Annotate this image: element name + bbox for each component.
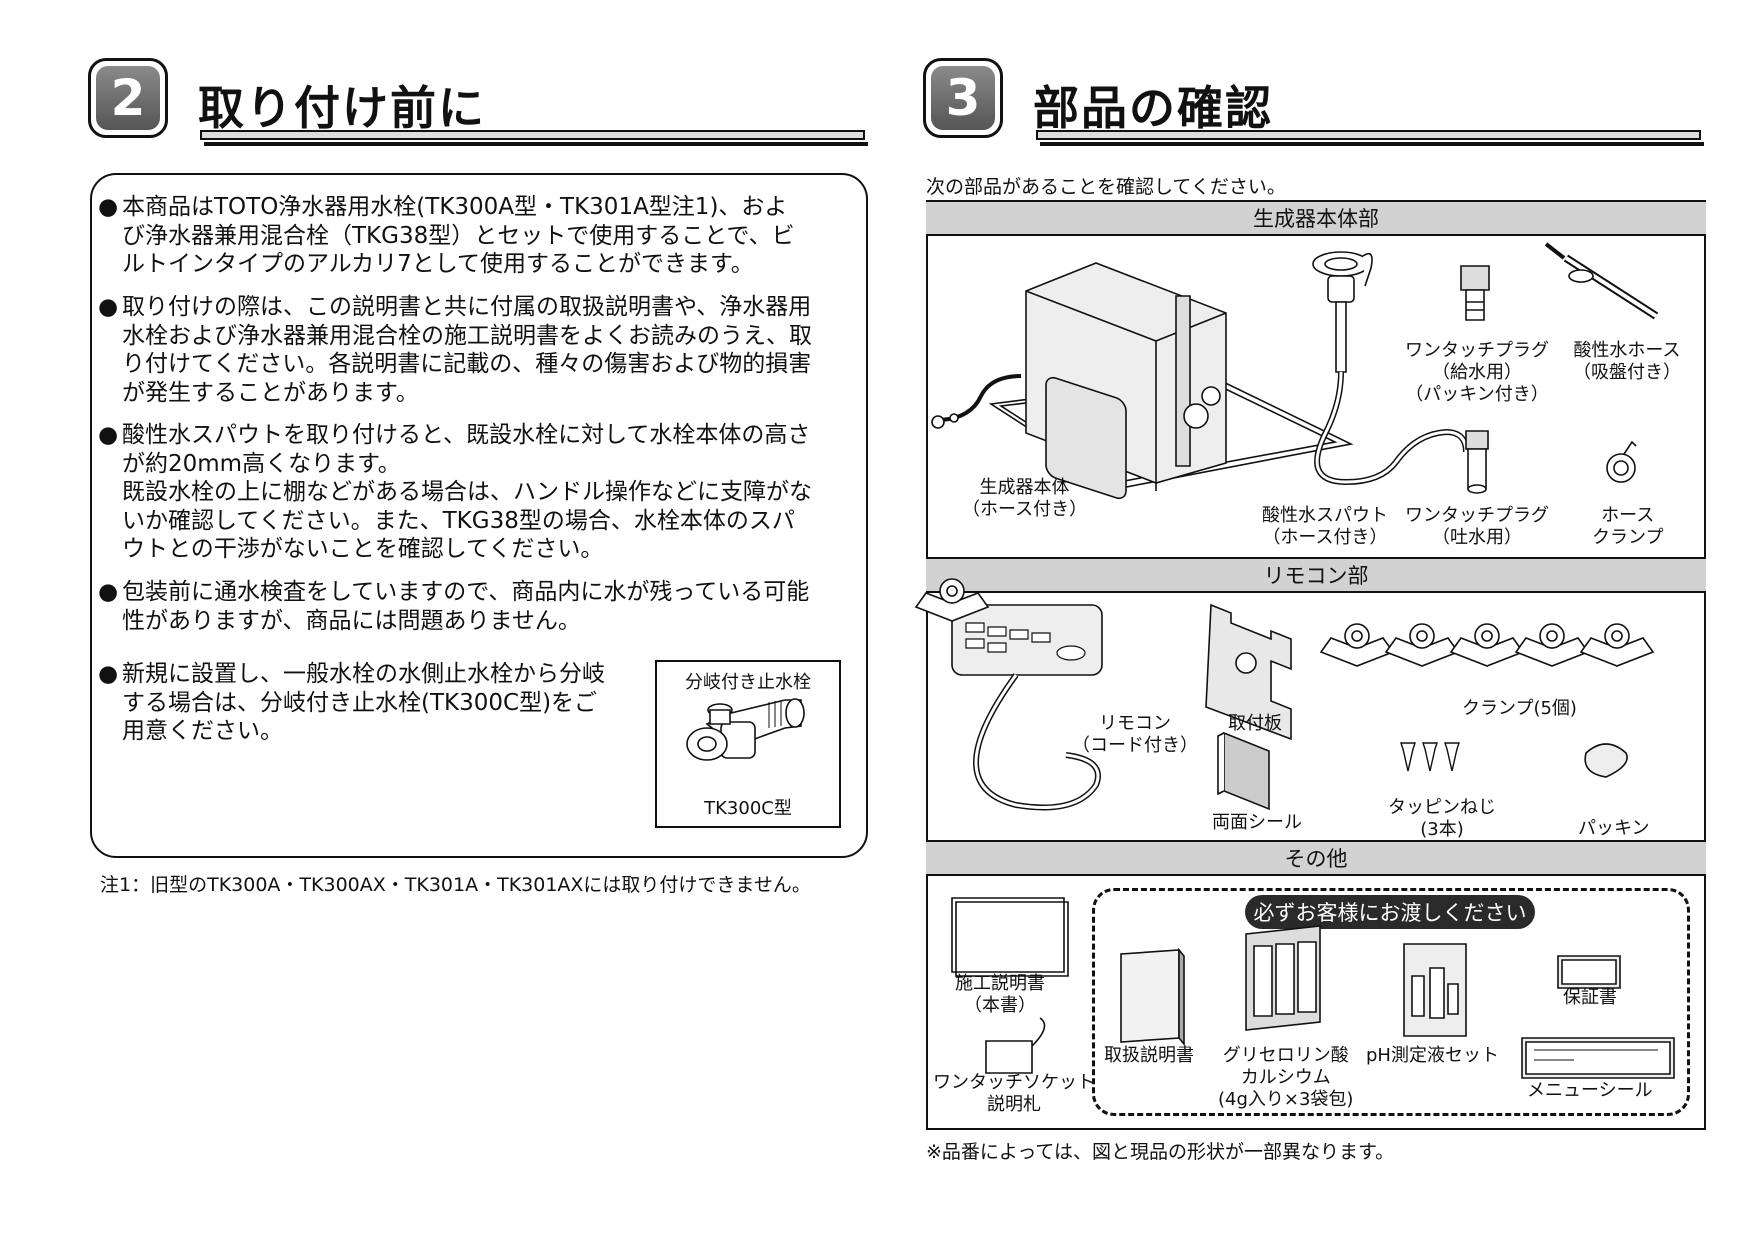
remote-parts-illustrations bbox=[926, 593, 1654, 843]
bullet-line: ウトとの干渉がないことを確認してください。 bbox=[122, 536, 604, 562]
part-label: 生成器本体（ホース付き） bbox=[962, 477, 1088, 520]
bullet-mark: ● bbox=[98, 294, 119, 320]
bullet-line: び浄水器兼用混合栓（TKG38型）とセットで使用することで、ビ bbox=[122, 222, 795, 249]
bullet-mark: ● bbox=[98, 422, 119, 448]
other-parts-illustrations bbox=[926, 876, 1706, 1136]
generator-parts-illustrations bbox=[926, 236, 1706, 556]
section-number-badge: 3 bbox=[923, 58, 1003, 138]
precautions-box bbox=[90, 173, 868, 858]
section-title-underline bbox=[1036, 130, 1701, 140]
bullet-mark: ● bbox=[98, 579, 119, 605]
part-label: クランプ(5個) bbox=[1462, 698, 1577, 719]
footnote-1: 注1：旧型のTK300A・TK300AX・TK301A・TK301AXには取り付… bbox=[100, 874, 811, 896]
bullet-line: 新規に設置し、一般水栓の水側止水栓から分岐 bbox=[122, 661, 605, 687]
bullet-line: 取り付けの際は、この説明書と共に付属の取扱説明書や、浄水器用 bbox=[122, 294, 812, 320]
inset-title: 分岐付き止水栓 bbox=[685, 672, 811, 693]
bullet-line: 既設水栓の上に棚などがある場合は、ハンドル操作などに支障がな bbox=[122, 479, 812, 505]
section-number-badge: 2 bbox=[88, 58, 168, 138]
section-title: 部品の確認 bbox=[1033, 81, 1273, 135]
part-label: タッピンねじ(3本) bbox=[1388, 797, 1496, 840]
intro-text: 次の部品があることを確認してください。 bbox=[926, 176, 1286, 198]
inset-model: TK300C型 bbox=[704, 798, 792, 819]
bullet-line: 本商品はTOTO浄水器用水栓(TK300A型・TK301A型注1)、およ bbox=[122, 194, 788, 220]
bullet-item: ● 取り付けの際は、この説明書と共に付属の取扱説明書や、浄水器用 水栓および浄水… bbox=[98, 293, 858, 407]
bullet-line: いか確認してください。また、TKG38型の場合、水栓本体のスパ bbox=[122, 507, 795, 534]
part-label: 取扱説明書 bbox=[1104, 1045, 1194, 1066]
bullet-line: が発生することがあります。 bbox=[122, 379, 419, 406]
handover-badge: 必ずお客様にお渡しください bbox=[1245, 895, 1535, 929]
part-label: メニューシール bbox=[1527, 1080, 1653, 1101]
bullet-line: り付けてください。各説明書に記載の、種々の傷害および物的損害 bbox=[122, 351, 812, 377]
band-generator: 生成器本体部 bbox=[926, 200, 1706, 236]
part-label: 施工説明書（本書） bbox=[955, 973, 1045, 1016]
shape-footnote: ※品番によっては、図と現品の形状が一部異なります。 bbox=[926, 1141, 1395, 1163]
section-title-shadow bbox=[1040, 142, 1704, 146]
bullet-line: が約20mm高くなります。 bbox=[122, 450, 401, 477]
bullet-line: 性がありますが、商品には問題ありません。 bbox=[122, 607, 581, 634]
part-label: pH測定液セット bbox=[1366, 1045, 1499, 1066]
section-number: 2 bbox=[96, 66, 160, 130]
bullet-line: 用意ください。 bbox=[122, 718, 283, 744]
stop-valve-illustration bbox=[657, 662, 843, 830]
bullet-item: ● 包装前に通水検査をしていますので、商品内に水が残っている可能 性がありますが… bbox=[98, 578, 858, 635]
band-other: その他 bbox=[926, 840, 1706, 876]
band-remote: リモコン部 bbox=[926, 557, 1706, 593]
branch-stop-valve-inset: 分岐付き止水栓 TK300C型 bbox=[655, 660, 841, 828]
bullet-line: する場合は、分岐付き止水栓(TK300C型)をご bbox=[122, 689, 598, 716]
bullet-line: 包装前に通水検査をしていますので、商品内に水が残っている可能 bbox=[122, 579, 810, 605]
part-label: リモコン（コード付き） bbox=[1072, 713, 1198, 756]
handover-group bbox=[1092, 888, 1690, 1116]
bullet-line: 酸性水スパウトを取り付けると、既設水栓に対して水栓本体の高さ bbox=[122, 422, 811, 448]
part-label: 保証書 bbox=[1563, 987, 1617, 1008]
section-title: 取り付け前に bbox=[198, 81, 486, 135]
section-number: 3 bbox=[931, 66, 995, 130]
part-label: ワンタッチソケット説明札 bbox=[933, 1072, 1095, 1115]
bullet-mark: ● bbox=[98, 661, 119, 687]
part-label: 両面シール bbox=[1212, 812, 1302, 833]
part-label: ワンタッチプラグ（給水用）（パッキン付き） bbox=[1405, 340, 1549, 405]
part-label: 取付板 bbox=[1228, 713, 1282, 734]
part-label: 酸性水スパウト（ホース付き） bbox=[1262, 505, 1388, 548]
bullet-item: ● 新規に設置し、一般水栓の水側止水栓から分岐 する場合は、分岐付き止水栓(TK… bbox=[98, 660, 648, 746]
bullet-line: ルトインタイプのアルカリ7として使用することができます。 bbox=[122, 251, 754, 277]
part-label: ワンタッチプラグ（吐水用） bbox=[1405, 505, 1549, 548]
part-label: 酸性水ホース（吸盤付き） bbox=[1573, 340, 1681, 383]
part-label: ホースクランプ bbox=[1592, 505, 1664, 548]
bullet-mark: ● bbox=[98, 194, 119, 220]
section-title-underline bbox=[200, 130, 865, 140]
part-label: パッキン bbox=[1578, 818, 1650, 839]
bullet-item: ● 本商品はTOTO浄水器用水栓(TK300A型・TK301A型注1)、およ び… bbox=[98, 193, 858, 279]
bullet-line: 水栓および浄水器兼用混合栓の施工説明書をよくお読みのうえ、取 bbox=[122, 322, 812, 349]
section-title-shadow bbox=[204, 142, 868, 146]
part-label: グリセロリン酸カルシウム(4g入り×3袋包) bbox=[1218, 1045, 1354, 1110]
bullet-item: ● 酸性水スパウトを取り付けると、既設水栓に対して水栓本体の高さ が約20mm高… bbox=[98, 421, 858, 564]
